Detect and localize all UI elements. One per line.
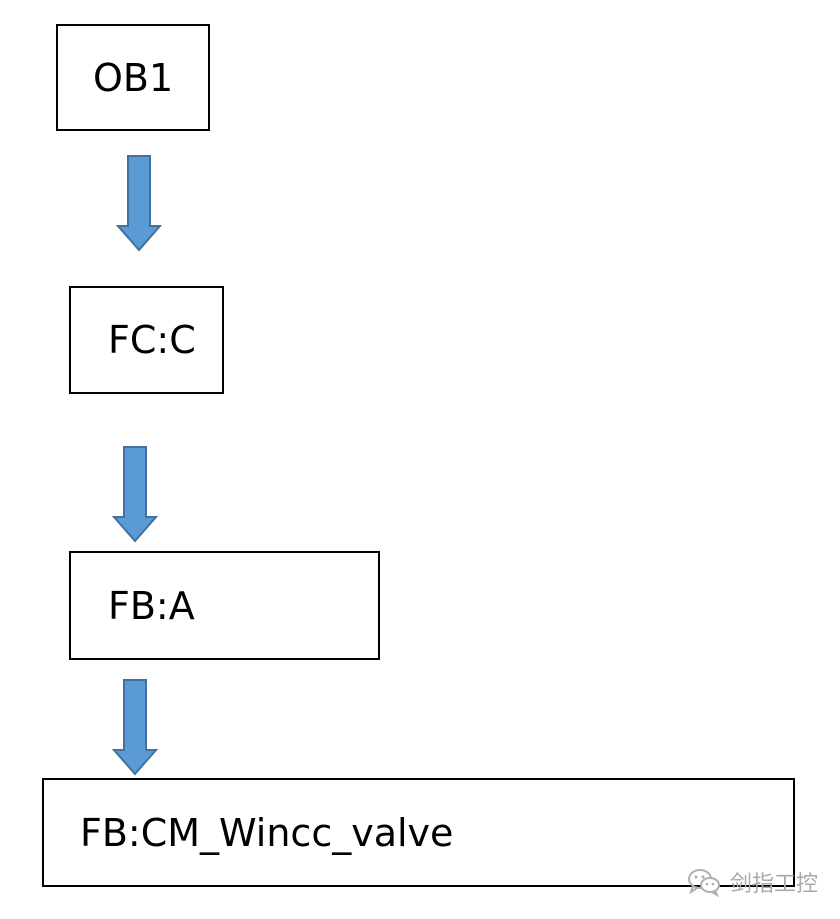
watermark: 剑指工控 bbox=[686, 862, 818, 902]
node-label: FC:C bbox=[108, 318, 196, 362]
node-label: OB1 bbox=[93, 55, 174, 100]
node-ob1: OB1 bbox=[56, 24, 210, 131]
watermark-text: 剑指工控 bbox=[730, 872, 819, 897]
node-fb-cm-wincc-valve: FB:CM_Wincc_valve bbox=[42, 778, 795, 887]
wechat-icon bbox=[688, 869, 720, 897]
down-arrow-icon bbox=[111, 446, 159, 543]
down-arrow-icon bbox=[115, 155, 163, 252]
node-label: FB:CM_Wincc_valve bbox=[80, 810, 454, 855]
node-label: FB:A bbox=[108, 583, 195, 628]
down-arrow-icon bbox=[111, 679, 159, 776]
node-fc-c: FC:C bbox=[69, 286, 224, 394]
node-fb-a: FB:A bbox=[69, 551, 380, 660]
